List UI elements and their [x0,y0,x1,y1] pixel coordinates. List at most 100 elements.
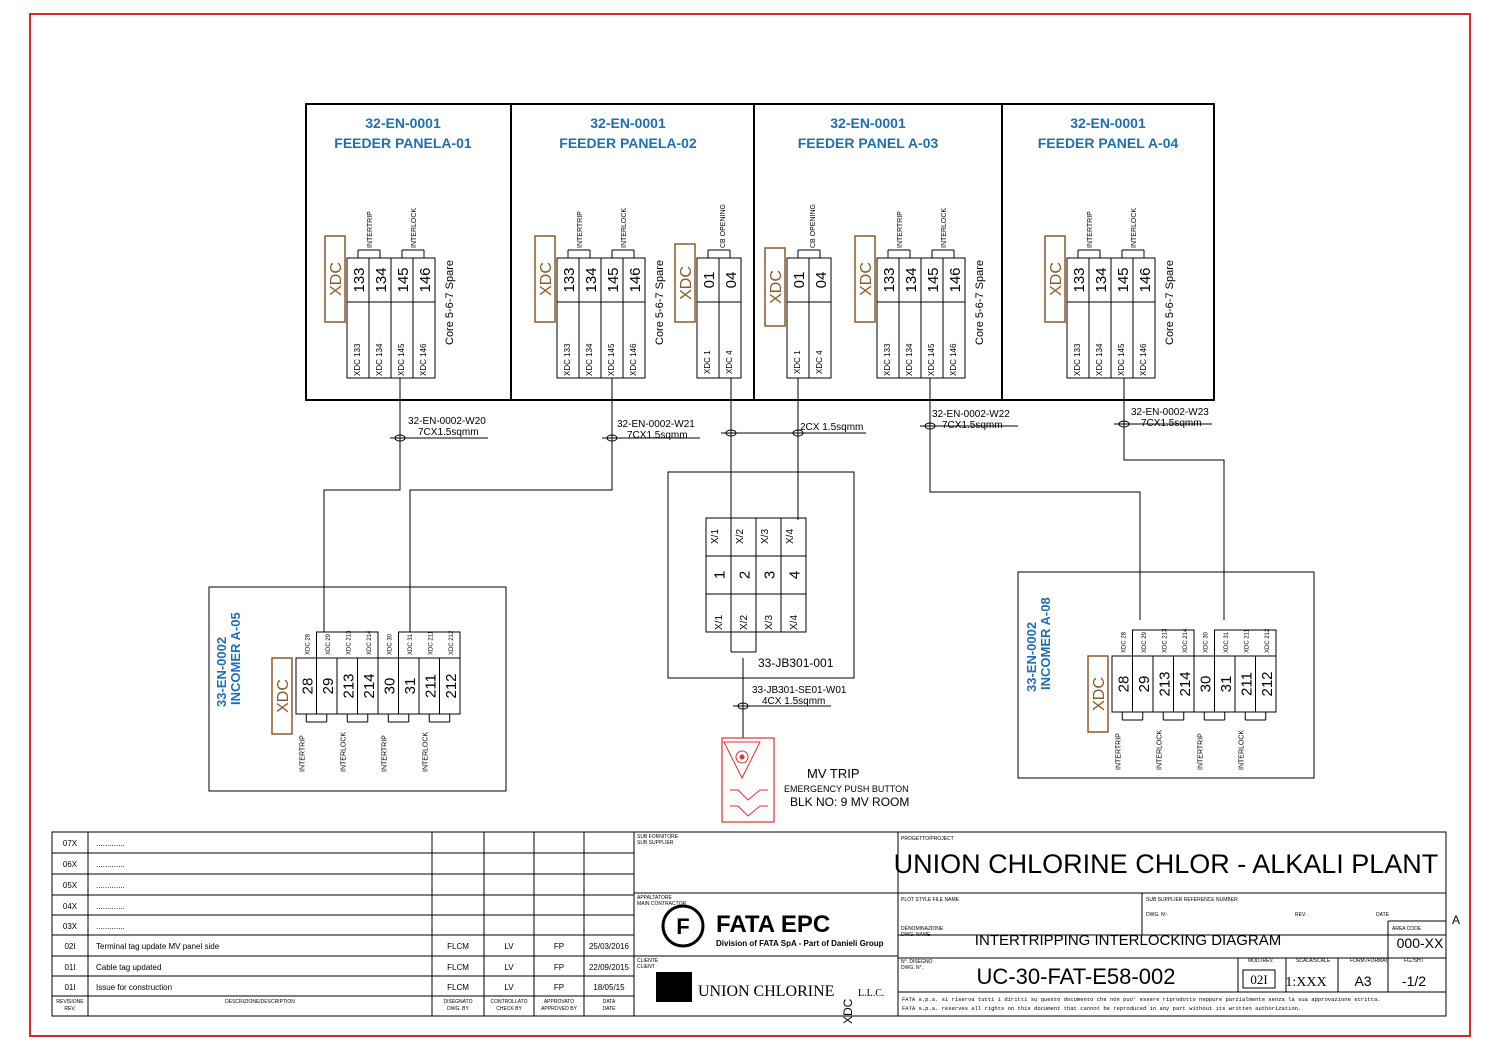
rev-checked: LV [504,983,514,992]
field-label: CLIENTE [637,958,659,964]
signal-label: INTERTRIP [382,735,389,772]
field-label: N°. DISEGNO [901,959,933,965]
rev-header: DESCRIZIONE/DESCRIPTION [225,999,295,1005]
terminal-number: 133 [561,267,578,292]
cable-tag: XDC 133 [883,343,892,376]
tag-cells [316,631,379,659]
terminal-number: 133 [1071,267,1088,292]
contractor-name: FATA EPC [716,911,830,938]
rev-checked: LV [504,963,514,972]
incomer-id: 33-EN-0002 [214,637,229,707]
jb-tag: X/2 [739,615,750,630]
terminal-tag: XDC 30 [387,633,393,655]
panel-id: 32-EN-0001 [590,115,666,131]
jb-tag: X/4 [785,529,796,544]
xdc-tag-box [1044,235,1066,323]
rev-desc: ............. [96,922,125,931]
terminal-number: 146 [627,267,644,292]
client-suffix: L.L.C. [858,988,884,999]
terminal-number: 29 [1136,676,1153,693]
jb-tag: X/1 [714,615,725,630]
terminal-number: 01 [701,272,718,289]
terminal-number: 04 [813,272,830,289]
rev-desc: Issue for construction [96,983,172,992]
cable-size-label: 4CX 1.5sqmm [762,696,825,707]
cable-tag: XDC 145 [1117,343,1126,376]
signal-label: CB OPENING [810,204,817,248]
rev-approved: FP [554,983,564,992]
cable-tag: XDC 134 [1095,343,1104,376]
terminal-number: 31 [1218,676,1235,693]
terminal-number: 133 [351,267,368,292]
cable-tag: XDC 145 [397,343,406,376]
terminal-number: 213 [340,673,357,698]
rev-date: 25/03/2016 [589,942,630,951]
client-name: UNION CHLORINE [698,983,834,1000]
field-label: SUB SUPPLIER [637,840,674,846]
panel-id: 32-EN-0001 [830,115,906,131]
field-label: PLOT STYLE FILE NAME [901,897,960,903]
field-label: CLIENT [637,964,655,970]
jb-tag: X/3 [760,529,771,544]
field-label: APPALTATORE [637,895,672,901]
terminal-number: 212 [443,673,460,698]
tag-cells [1214,629,1277,657]
cable-tag-label: 32-EN-0002-W23 [1131,407,1209,418]
field-label: FG./SHT [1404,958,1424,964]
terminal-tag: XDC 212 [449,630,455,655]
xdc-label: XDC [538,262,555,296]
signal-label: INTERTRIP [367,211,374,248]
panel-name: FEEDER PANELA-02 [559,135,697,151]
rev-code: 04X [63,902,78,911]
union-logo-icon [656,972,692,1002]
footer-note: FATA s.p.a. reserves all rights on this … [902,1005,1301,1012]
xdc-tag-box [1087,655,1109,733]
xdc-tag-box [271,657,293,735]
incomer-name: INCOMER A-08 [1038,597,1053,690]
cable-tag: XDC 1 [703,350,712,374]
rev-desc: Cable tag updated [96,963,161,972]
terminal-tag: XDC 212 [1265,628,1271,653]
rev-desc: ............. [96,902,125,911]
field-label: DWG. Nº. [1146,912,1168,918]
cable-tag: XDC 134 [905,343,914,376]
field-label: SCALA/SCALE [1296,958,1331,964]
jb-tag: X/3 [764,615,775,630]
terminal-number: 212 [1259,671,1276,696]
rev-desc: ............. [96,860,125,869]
terminal-tag: XDC 211 [1244,628,1250,653]
cable-tag: XDC 146 [1139,343,1148,376]
terminal-tag: XDC 214 [367,630,373,655]
rev-header: DWG. BY [447,1006,469,1012]
rev-code: 06X [63,860,78,869]
mv-trip-subtitle: EMERGENCY PUSH BUTTON [784,784,909,794]
terminal-number: 211 [1238,672,1255,696]
cable-tag: XDC 4 [725,350,734,374]
cable-route [409,378,613,632]
field-label: PROGETTO/PROJECT [901,836,954,842]
xdc-label: XDC [275,679,292,713]
terminal-number: 4 [787,571,804,579]
cable-tag: XDC 133 [353,343,362,376]
signal-label: INTERLOCK [423,732,430,772]
cable-tag-label: 32-EN-0002-W21 [617,419,695,430]
field-label: MOD./REV. [1248,958,1274,964]
signal-label: INTERLOCK [941,208,948,248]
rev-desc: ............. [96,881,125,890]
incomer-frame [208,586,507,792]
rev-header: REV. [64,1006,75,1012]
switch-contact-icon [730,789,768,801]
cable-tag-label: 33-JB301-SE01-W01 [752,685,847,696]
rev-header: CONTROLLATO [490,999,527,1005]
incomer-name: INCOMER A-05 [228,612,243,705]
button-dot-icon [739,754,745,760]
terminal-number: 01 [791,272,808,289]
xdc-tag-box [764,247,786,327]
cable-tag: XDC 1 [793,350,802,374]
terminal-number: 30 [1197,676,1214,693]
terminal-number: 31 [402,678,419,695]
signal-label: INTERTRIP [1198,733,1205,770]
terminal-number: 28 [299,678,316,695]
cable-route [323,378,401,632]
